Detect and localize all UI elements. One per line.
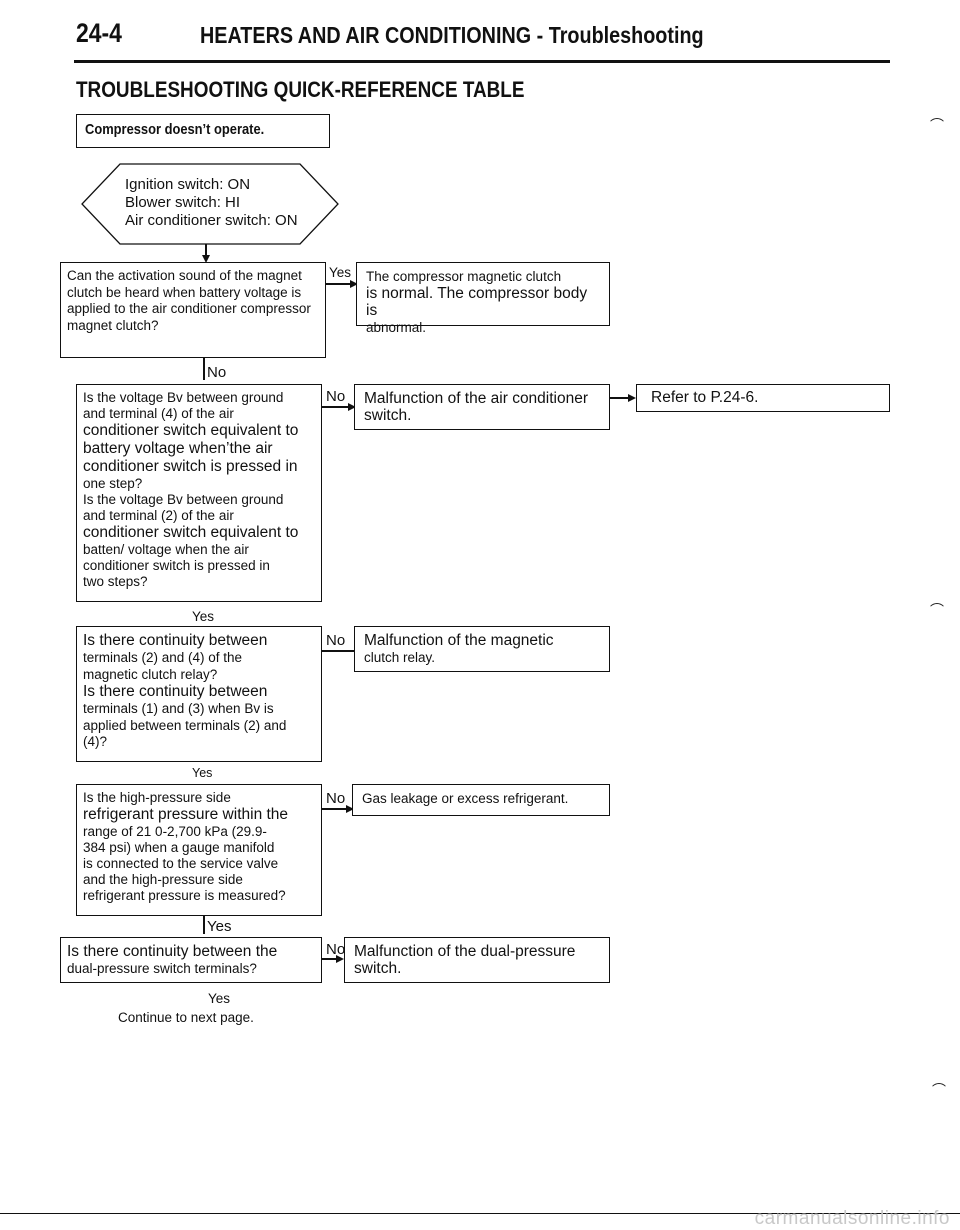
footer-rule	[0, 1213, 960, 1214]
connector-line	[205, 244, 207, 258]
question-line: Is there continuity between the	[67, 943, 278, 960]
connector-line	[322, 958, 342, 960]
result-line: Malfunction of the air conditioner	[364, 390, 589, 407]
question-line: 384 psi) when a gauge manifold	[83, 840, 275, 855]
scan-mark: ⌒	[930, 602, 944, 618]
question-line: battery voltage when’the air	[83, 440, 273, 457]
page-number: 24-4	[76, 18, 122, 48]
question-line: two steps?	[83, 574, 148, 589]
question-box-clutch-relay: Is there continuity between terminals (2…	[76, 626, 322, 762]
question-line: and the high-pressure side	[83, 872, 243, 887]
question-line: applied between terminals (2) and	[83, 717, 287, 733]
watermark: carmanualsonline.info	[754, 1208, 950, 1229]
result-line: Malfunction of the magnetic	[364, 632, 554, 649]
result-line: The compressor magnetic clutch	[366, 269, 562, 284]
question-box-dual-pressure: Is there continuity between the dual-pre…	[60, 937, 322, 983]
condition-blower: Blower switch: HI	[125, 194, 241, 211]
arrow-right	[628, 394, 636, 402]
arrow-right	[348, 403, 356, 411]
question-line: (4)?	[83, 734, 108, 749]
symptom-box: Compressor doesn’t operate.	[76, 114, 330, 148]
question-line: magnetic clutch relay?	[83, 666, 218, 682]
question-line: batten/ voltage when the air	[83, 542, 249, 557]
result-line: switch.	[354, 960, 402, 977]
yes-label: Yes	[192, 609, 215, 624]
question-line: Is the high-pressure side	[83, 790, 231, 805]
question-line: refrigerant pressure is measured?	[83, 888, 286, 903]
connector-line	[203, 358, 205, 380]
result-box-compressor-body: The compressor magnetic clutch is normal…	[356, 262, 610, 335]
result-text: Gas leakage or excess refrigerant.	[362, 791, 569, 806]
question-line: conditioner switch is pressed in	[83, 458, 298, 475]
no-label: No	[326, 790, 346, 807]
connector-line	[322, 808, 352, 810]
result-line: switch.	[364, 407, 412, 424]
connector-line	[322, 650, 354, 652]
connector-line	[610, 397, 632, 399]
question-line: and terminal (4) of the air	[83, 406, 234, 421]
yes-label: Yes	[329, 265, 352, 280]
condition-ac-switch: Air conditioner switch: ON	[125, 212, 298, 229]
conditions-text: Ignition switch: ON Blower switch: HI Ai…	[125, 176, 298, 230]
arrow-right	[346, 805, 354, 813]
reference-text: Refer to P.24-6.	[651, 389, 759, 406]
scan-mark: ⌒	[930, 117, 944, 133]
question-line: terminals (1) and (3) when Bv is	[83, 701, 274, 716]
arrow-down	[202, 255, 210, 263]
connector-line	[203, 916, 205, 934]
question-line: Is there continuity between	[83, 683, 268, 700]
result-box-ac-switch-malfunction: Malfunction of the air conditioner switc…	[354, 384, 610, 430]
result-line: clutch relay.	[364, 650, 436, 665]
yes-label: Yes	[208, 991, 231, 1006]
header-rule	[74, 60, 890, 63]
question-line: conditioner switch is pressed in	[83, 558, 270, 573]
result-box-dual-pressure-malfunction: Malfunction of the dual-pressure switch.	[344, 937, 610, 983]
question-line: one step?	[83, 476, 143, 491]
scan-mark: ⌒	[932, 1082, 946, 1098]
yes-label: Yes	[207, 918, 232, 935]
question-line: conditioner switch equivalent to	[83, 524, 299, 541]
question-line: range of 21 0-2,700 kPa (29.9-	[83, 824, 267, 839]
no-label: No	[326, 388, 346, 405]
question-text: Can the activation sound of the magnet c…	[67, 268, 311, 333]
arrow-right	[350, 280, 358, 288]
question-line: is connected to the service valve	[83, 856, 279, 871]
yes-label: Yes	[192, 766, 213, 780]
section-title: TROUBLESHOOTING QUICK-REFERENCE TABLE	[76, 77, 525, 102]
question-line: Is the voltage Bv between ground	[83, 492, 284, 507]
page-header-title: HEATERS AND AIR CONDITIONING - Troublesh…	[200, 22, 704, 48]
no-label: No	[326, 941, 346, 958]
no-label: No	[326, 632, 346, 649]
arrow-right	[336, 955, 344, 963]
conditions-hexagon	[81, 163, 339, 245]
question-box-high-pressure: Is the high-pressure side refrigerant pr…	[76, 784, 322, 916]
result-line: Malfunction of the dual-pressure	[354, 943, 576, 960]
question-line: refrigerant pressure within the	[83, 806, 289, 823]
question-box-ac-switch-voltage: Is the voltage Bv between ground and ter…	[76, 384, 322, 602]
question-line: and terminal (2) of the air	[83, 508, 234, 523]
question-line: dual-pressure switch terminals?	[67, 961, 257, 976]
question-line: conditioner switch equivalent to	[83, 422, 299, 439]
no-label: No	[207, 364, 227, 381]
question-line: terminals (2) and (4) of the	[83, 650, 243, 665]
symptom-text: Compressor doesn’t operate.	[85, 121, 265, 138]
connector-line	[322, 406, 354, 408]
connector-line	[326, 283, 356, 285]
result-box-relay-malfunction: Malfunction of the magnetic clutch relay…	[354, 626, 610, 672]
question-line: Is the voltage Bv between ground	[83, 390, 284, 405]
condition-ignition: Ignition switch: ON	[125, 176, 251, 193]
result-line: abnormal.	[366, 320, 427, 335]
continue-text: Continue to next page.	[118, 1010, 254, 1025]
result-box-gas-leakage: Gas leakage or excess refrigerant.	[352, 784, 610, 816]
question-line: Is there continuity between	[83, 632, 268, 649]
reference-box: Refer to P.24-6.	[636, 384, 890, 412]
result-line: is normal. The compressor body is	[366, 285, 588, 319]
question-box-clutch-sound: Can the activation sound of the magnet c…	[60, 262, 326, 358]
